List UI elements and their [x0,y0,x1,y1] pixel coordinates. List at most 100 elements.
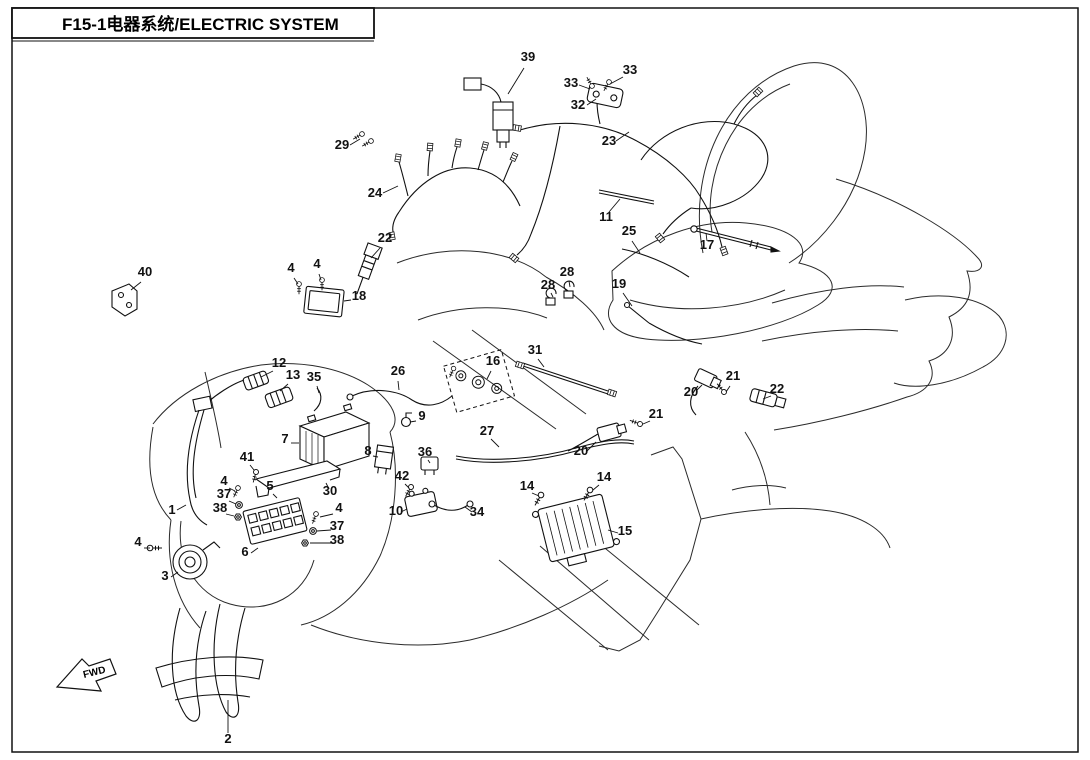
wire-35 [313,387,322,412]
callout-24: 24 [368,185,383,200]
fastener-29-b [360,137,375,149]
callout-leader-32 [586,98,597,106]
callout-18: 18 [352,288,366,303]
cable-1 [186,395,213,526]
callout-41: 41 [240,449,254,464]
callout-3: 3 [161,568,168,583]
callout-leader-37 [316,529,332,532]
callout-34: 34 [470,504,485,519]
fuse-box [242,497,308,545]
main-wire-harness [508,86,769,264]
cable-25 [621,248,690,278]
callout-16: 16 [486,353,500,368]
callout-15: 15 [618,523,632,538]
callout-leader-19 [622,292,633,307]
callout-leader-17 [705,232,708,242]
sensor-20-right [690,368,722,416]
vehicle-frame-outline [149,62,1007,652]
battery [298,403,371,471]
callout-39: 39 [521,49,535,64]
bolt-14-left [532,490,546,508]
nut-38-left [234,513,242,521]
callout-leader-28 [568,280,571,288]
callout-38: 38 [330,532,344,547]
callout-leader-11 [608,198,621,213]
callout-leader-20 [695,384,703,392]
callout-42: 42 [395,468,409,483]
callout-leader-37 [228,500,237,505]
callout-leader-30 [325,482,330,490]
callout-leader-29 [349,138,361,146]
callout-leader-21 [725,385,731,393]
cable-27 [455,439,635,463]
wire-harness-24 [388,138,521,241]
ecu [303,285,345,318]
callout-leader-42 [404,483,410,489]
connector-39 [463,77,514,148]
callout-28: 28 [541,277,555,292]
callout-leader-21 [642,420,651,425]
bolt-4-left [231,484,242,499]
callout-14: 14 [597,469,612,484]
callout-leader-16 [486,370,492,380]
callout-leader-13 [279,383,289,392]
callout-33: 33 [564,75,578,90]
connector-12 [242,370,270,391]
callout-leader-28 [550,292,554,298]
callout-leader-12 [260,370,274,378]
horn [172,541,221,580]
callout-leader-20 [586,441,597,452]
relay-36 [420,456,439,475]
callout-leader-27 [490,438,500,448]
callout-2: 2 [224,731,231,746]
callout-leader-31 [537,358,545,368]
callout-leader-9 [409,420,417,423]
stud-19 [623,301,703,345]
callout-26: 26 [391,363,405,378]
callout-20: 20 [684,384,698,399]
callout-leader-18 [343,299,352,302]
clamps-28 [545,280,575,306]
callout-4: 4 [313,256,321,271]
wire-26 [346,390,453,406]
sensor-20-mid [567,422,628,452]
callout-8: 8 [364,443,371,458]
callout-22: 22 [378,230,392,245]
washer-37-right [309,527,317,535]
regulator-rectifier [531,493,621,567]
bolt-4-right [309,510,320,525]
callout-leader-33 [609,76,624,85]
callout-4: 4 [287,260,295,275]
callout-37: 37 [217,486,231,501]
bracket-40 [111,283,138,317]
callout-38: 38 [213,500,227,515]
cable-34 [428,500,474,511]
callout-5: 5 [266,478,273,493]
callout-33: 33 [623,62,637,77]
callout-leader-8 [372,455,379,458]
page-title: F15-1电器系统/ELECTRIC SYSTEM [62,14,339,34]
sensor-22-right [749,388,787,409]
callout-25: 25 [622,223,636,238]
callout-leader-41 [249,464,255,471]
ignition-coil [586,82,624,109]
hardware-kit-16 [442,349,516,413]
callout-1: 1 [168,502,175,517]
callout-leader-10 [400,508,408,513]
callout-40: 40 [138,264,152,279]
callout-leader-26 [397,380,400,391]
callout-4: 4 [335,500,343,515]
callout-21: 21 [726,368,740,383]
sensor-22-left [356,242,383,295]
callout-leader-1 [176,504,187,511]
callout-32: 32 [571,97,585,112]
callout-leader-23 [615,131,630,142]
callout-17: 17 [700,237,714,252]
callout-28: 28 [560,264,574,279]
connector-lead [207,379,245,403]
stud-41 [250,468,260,484]
callout-leader-14 [592,484,600,491]
callout-leader-5 [272,493,278,499]
